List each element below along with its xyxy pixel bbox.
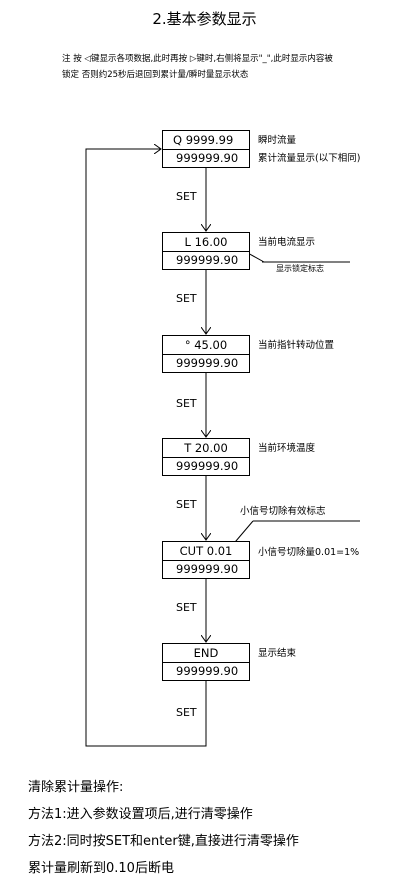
display-box-end: END 999999.90 — [162, 643, 250, 681]
refresh-note: 累计量刷新到0.10后断电 — [28, 861, 174, 876]
note-line-1: 注 按 ◁键显示各项数据,此时再按 ▷键时,右侧将显示"_",此时显示内容被 — [62, 54, 333, 64]
display-box-cut: CUT 0.01 999999.90 — [162, 541, 250, 579]
display-box-angle: ° 45.00 999999.90 — [162, 335, 250, 373]
label-display-end: 显示结束 — [258, 648, 297, 659]
box-line1: END — [193, 646, 219, 660]
set-label-6: SET — [176, 706, 197, 719]
clear-heading: 清除累计量操作: — [28, 780, 124, 795]
box-line2: 999999.90 — [176, 151, 239, 165]
set-label-1: SET — [176, 190, 197, 203]
callout-lock-flag: 显示锁定标志 — [276, 264, 324, 273]
box-line1: Q 9999.99 — [173, 133, 234, 147]
box-divider — [163, 149, 249, 150]
page-title: 2.基本参数显示 — [152, 10, 257, 28]
box-divider — [163, 560, 249, 561]
label-current-display: 当前电流显示 — [258, 237, 316, 248]
box-divider — [163, 354, 249, 355]
label-pointer-position: 当前指针转动位置 — [258, 340, 335, 351]
box-line2: 999999.90 — [176, 356, 239, 370]
set-label-2: SET — [176, 292, 197, 305]
box-line2: 999999.90 — [176, 253, 239, 267]
display-box-q: Q 9999.99 999999.90 — [162, 130, 250, 168]
box-line1: T 20.00 — [184, 441, 228, 455]
label-total-flow: 累计流量显示(以下相同) — [258, 153, 361, 164]
set-label-3: SET — [176, 397, 197, 410]
display-box-l: L 16.00 999999.90 — [162, 232, 250, 270]
box-line1: CUT 0.01 — [179, 544, 233, 558]
label-instant-flow: 瞬时流量 — [258, 135, 297, 146]
note-line-2: 锁定 否则约25秒后退回到累计量/瞬时量显示状态 — [62, 70, 249, 80]
label-ambient-temp: 当前环境温度 — [258, 443, 316, 454]
box-line2: 999999.90 — [176, 664, 239, 678]
box-divider — [163, 662, 249, 663]
set-label-4: SET — [176, 498, 197, 511]
set-label-5: SET — [176, 601, 197, 614]
display-box-temp: T 20.00 999999.90 — [162, 438, 250, 476]
box-divider — [163, 251, 249, 252]
clear-method-1: 方法1:进入参数设置项后,进行清零操作 — [28, 807, 253, 822]
box-line1: L 16.00 — [184, 235, 228, 249]
box-divider — [163, 457, 249, 458]
box-line1: ° 45.00 — [184, 338, 228, 352]
label-small-signal-cut: 小信号切除量0.01=1% — [258, 547, 360, 558]
return-loop-line — [85, 149, 207, 747]
box-line2: 999999.90 — [176, 459, 239, 473]
box-line2: 999999.90 — [176, 562, 239, 576]
clear-method-2: 方法2:同时按SET和enter键,直接进行清零操作 — [28, 834, 299, 849]
callout-cut-flag: 小信号切除有效标志 — [240, 506, 326, 517]
